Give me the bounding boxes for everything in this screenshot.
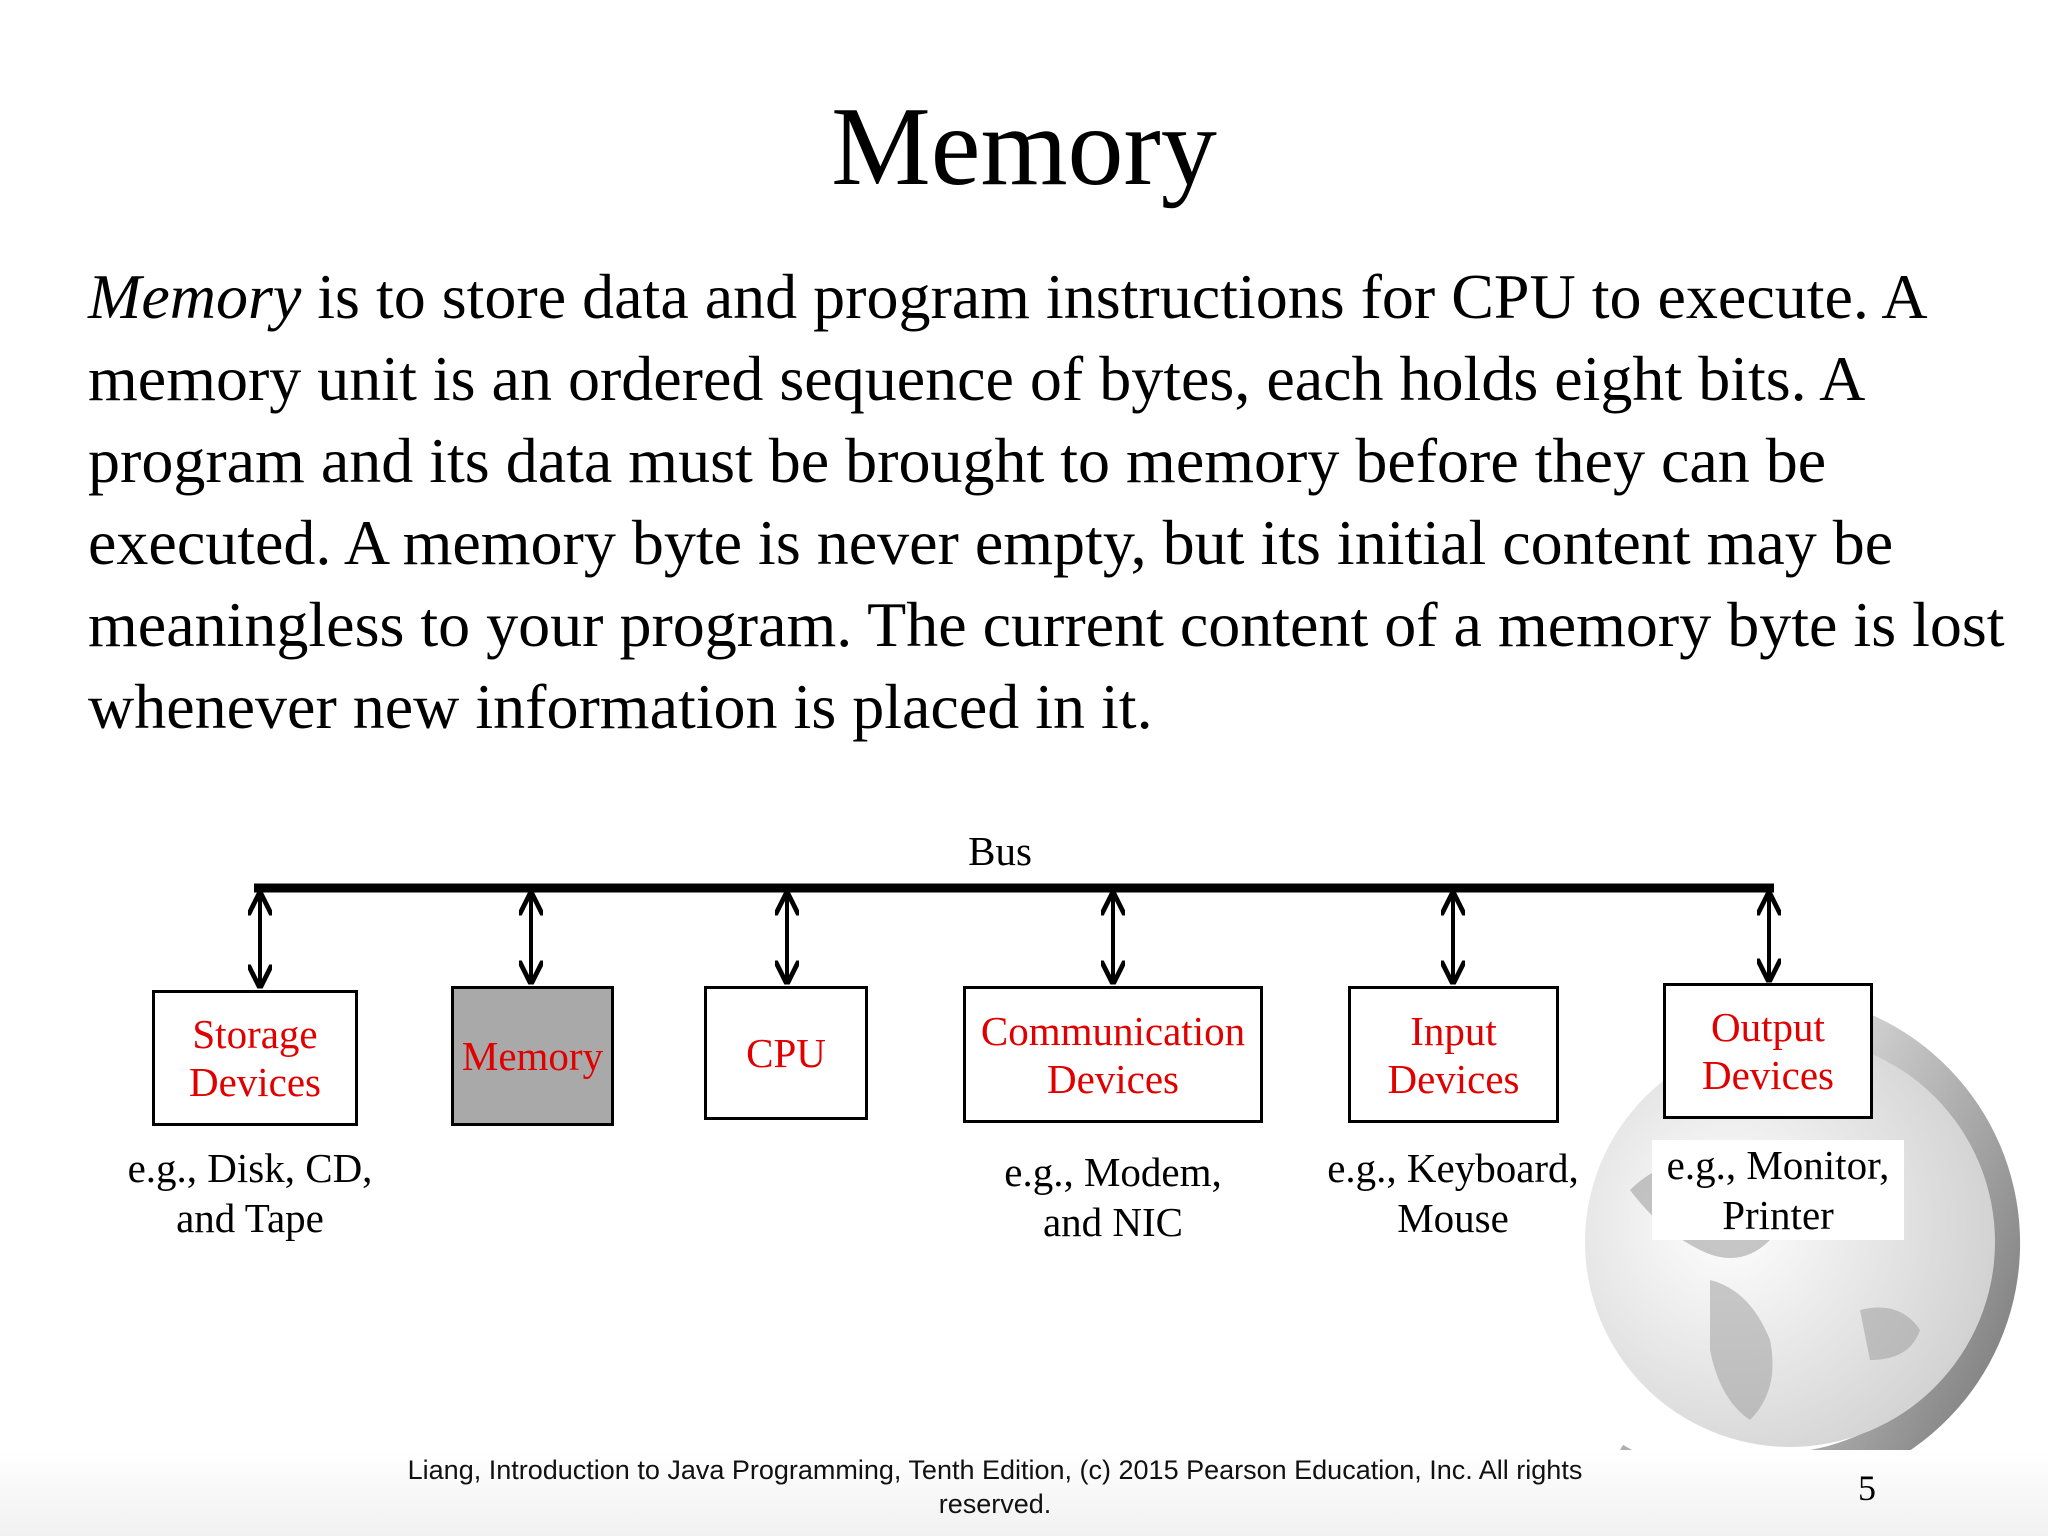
input-examples: e.g., Keyboard, Mouse: [1327, 1145, 1579, 1241]
footer-bar: [0, 1450, 2048, 1536]
bus-label: Bus: [968, 828, 1032, 874]
memory-box: Memory: [451, 986, 614, 1126]
output-examples: e.g., Monitor, Printer: [1652, 1140, 1904, 1240]
storage-examples: e.g., Disk, CD, and Tape: [127, 1145, 373, 1241]
output-devices-box: Output Devices: [1663, 983, 1873, 1119]
slide-title: Memory: [831, 85, 1217, 209]
copyright-citation: Liang, Introduction to Java Programming,…: [407, 1455, 1583, 1519]
page-number: 5: [1858, 1468, 1876, 1508]
paragraph-emphasis: Memory: [88, 261, 302, 332]
cpu-box: CPU: [704, 986, 868, 1120]
communication-examples: e.g., Modem, and NIC: [1004, 1149, 1222, 1245]
body-paragraph: Memory is to store data and program inst…: [88, 256, 2008, 748]
communication-devices-box: Communication Devices: [963, 986, 1263, 1123]
storage-devices-box: Storage Devices: [152, 990, 358, 1126]
input-devices-box: Input Devices: [1348, 986, 1559, 1123]
globe-watermark-icon: [1585, 994, 2021, 1509]
paragraph-text: is to store data and program instruction…: [88, 261, 2005, 742]
